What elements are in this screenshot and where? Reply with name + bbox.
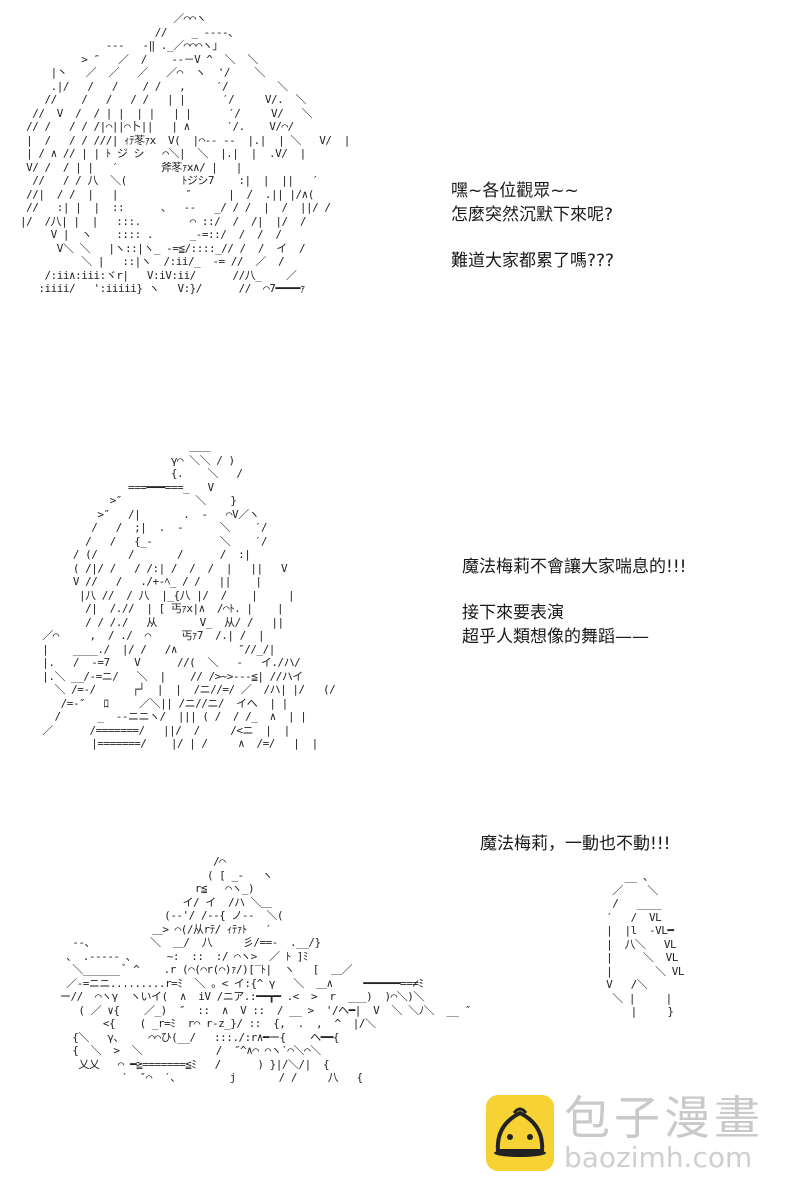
watermark-url: baozimh.com <box>564 1141 753 1174</box>
watermark: 包子漫畫 baozimh.com <box>486 1093 764 1173</box>
dialog-panel-2: 魔法梅莉不會讓大家喘息的!!! 接下來要表演 超乎人類想像的舞蹈—— <box>462 555 686 649</box>
dialog-panel-3: 魔法梅莉，一動也不動!!! <box>480 832 670 856</box>
dialog-line: 嘿~各位觀眾~~ <box>451 181 579 201</box>
dialog-line: 難道大家都累了嗎??? <box>451 251 615 271</box>
dialog-line: 魔法梅莉，一動也不動!!! <box>480 834 671 854</box>
dialog-panel-1: 嘿~各位觀眾~~ 怎麼突然沉默下來呢? 難道大家都累了嗎??? <box>451 179 614 273</box>
ascii-art-scene-3-right: __ 、 ／ ＼ / ____ ′ / VL | |l -VL━ | 八＼ VL… <box>606 870 684 1018</box>
dialog-line: 魔法梅莉不會讓大家喘息的!!! <box>462 557 687 577</box>
ascii-art-character-1: ／⌒⌒ヽ // _ ----、 --- -‖ ._／⌒⌒⌒ヽ」 > ″ ／ / … <box>20 12 350 295</box>
dialog-line: 超乎人類想像的舞蹈—— <box>462 627 649 647</box>
steamed-bun-logo-icon <box>486 1095 554 1171</box>
ascii-art-scene-3: /⌒ ( [ _- ヽ r≦ ⌒ヽ_) イ/ イ /ハ ＼＿ (--'/ /--… <box>60 855 471 1084</box>
ascii-art-character-2: ＿＿ γ⌒ ＼＼ / ) {. ＼ / ===━━━===_ V >″ ＼ } … <box>42 440 336 750</box>
dialog-line: 怎麼突然沉默下來呢? <box>451 205 614 225</box>
dialog-line: 接下來要表演 <box>462 603 564 623</box>
watermark-brand: 包子漫畫 <box>564 1091 764 1145</box>
